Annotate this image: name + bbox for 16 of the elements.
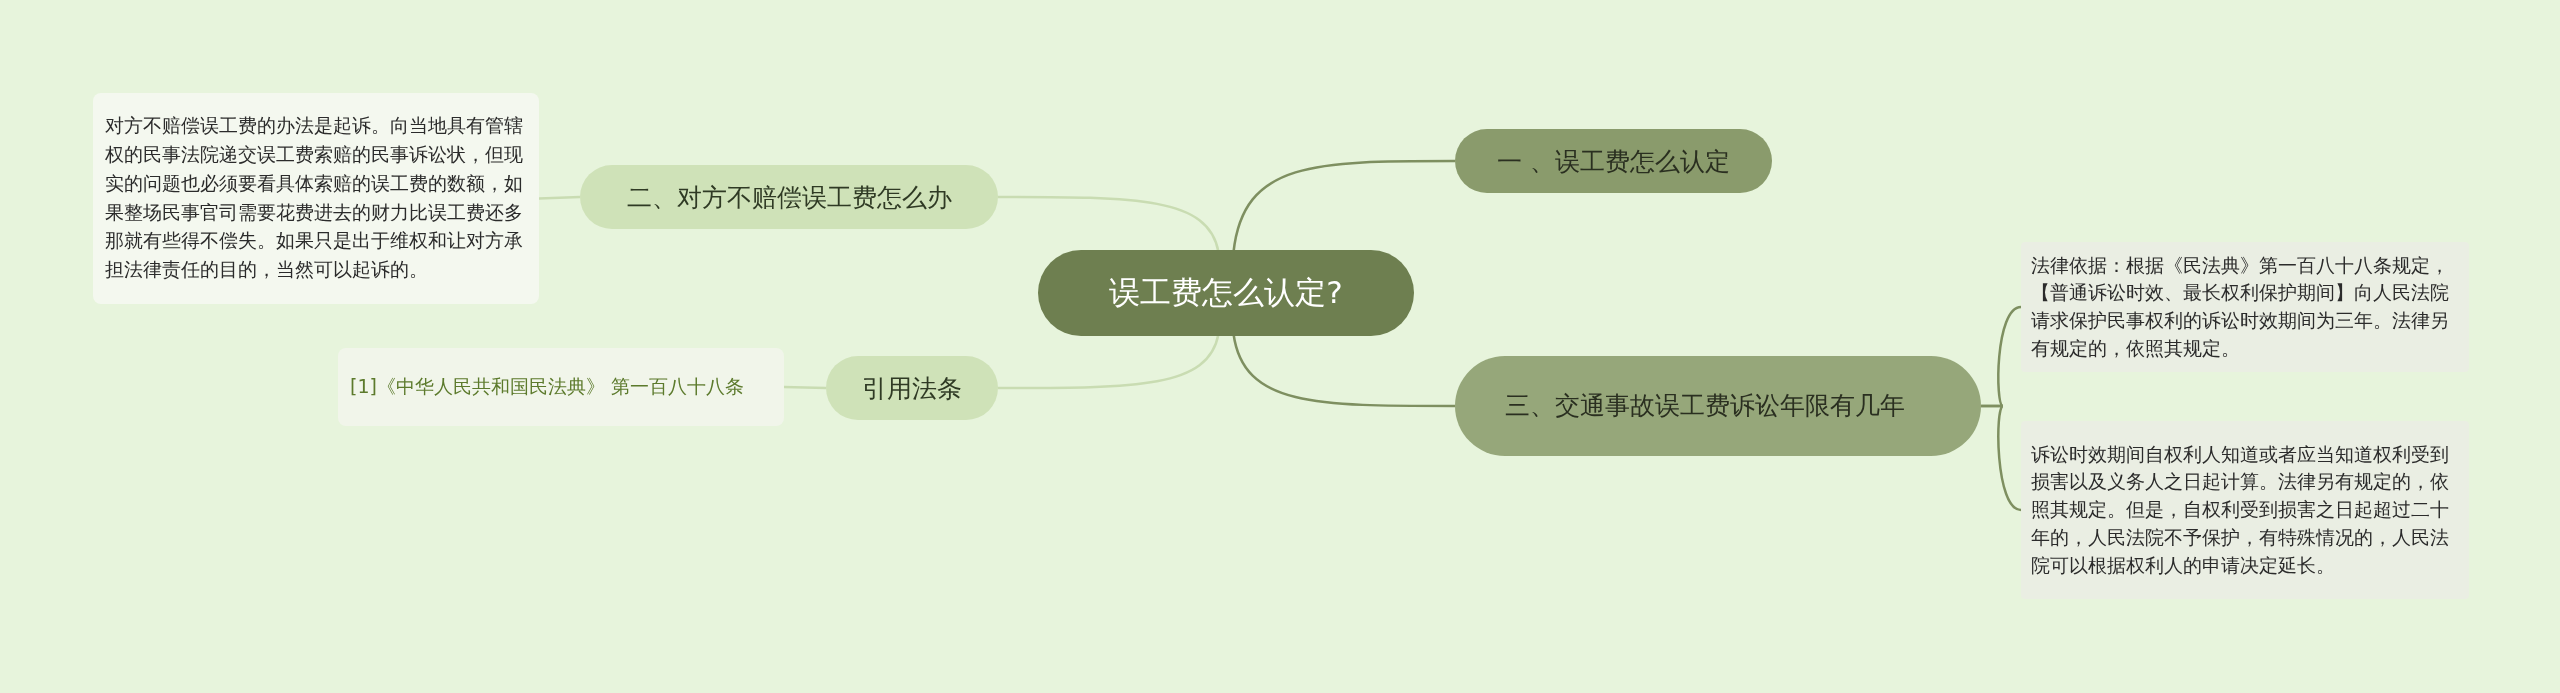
note-card: 对方不赔偿误工费的办法是起诉。向当地具有管辖权的民事法院递交误工费索赔的民事诉讼状，但现实的问题也必须要看具体索赔的误工费的数额，如果整场民事官司需要花费进去的财力比误工费还多那就有些得不偿失。如果只是出于维权和让对方承担法律责任的目的，当然可以起诉的。	[93, 93, 539, 304]
connector-line	[1981, 404, 2022, 512]
branch-topic: 一 、误工费怎么认定	[1455, 129, 1772, 193]
connector-line	[538, 195, 581, 200]
branch-topic: 引用法条	[826, 356, 998, 420]
reference-card: [1]《中华人民共和国民法典》 第一百八十八条	[338, 348, 784, 426]
note-card: 法律依据：根据《民法典》第一百八十八条规定，【普通诉讼时效、最长权利保护期间】向人民法院请求保护民事权利的诉讼时效期间为三年。法律另有规定的，依照其规定。	[2021, 242, 2469, 372]
connector-line	[783, 385, 827, 390]
central-topic: 误工费怎么认定?	[1038, 250, 1414, 336]
connector-line	[1232, 333, 1455, 408]
connector-line	[998, 333, 1220, 390]
note-card: 诉讼时效期间自权利人知道或者应当知道权利受到损害以及义务人之日起计算。法律另有规定的，依照其规定。但是，自权利受到损害之日起超过二十年的，人民法院不予保护，有特殊情况的，人民法院可以根据权利人的申请决定延长。	[2021, 421, 2469, 599]
branch-topic: 二、对方不赔偿误工费怎么办	[580, 165, 998, 229]
connector-line	[998, 195, 1220, 253]
branch-topic: 三、交通事故误工费诉讼年限有几年	[1455, 356, 1981, 456]
connector-line	[1232, 159, 1455, 253]
